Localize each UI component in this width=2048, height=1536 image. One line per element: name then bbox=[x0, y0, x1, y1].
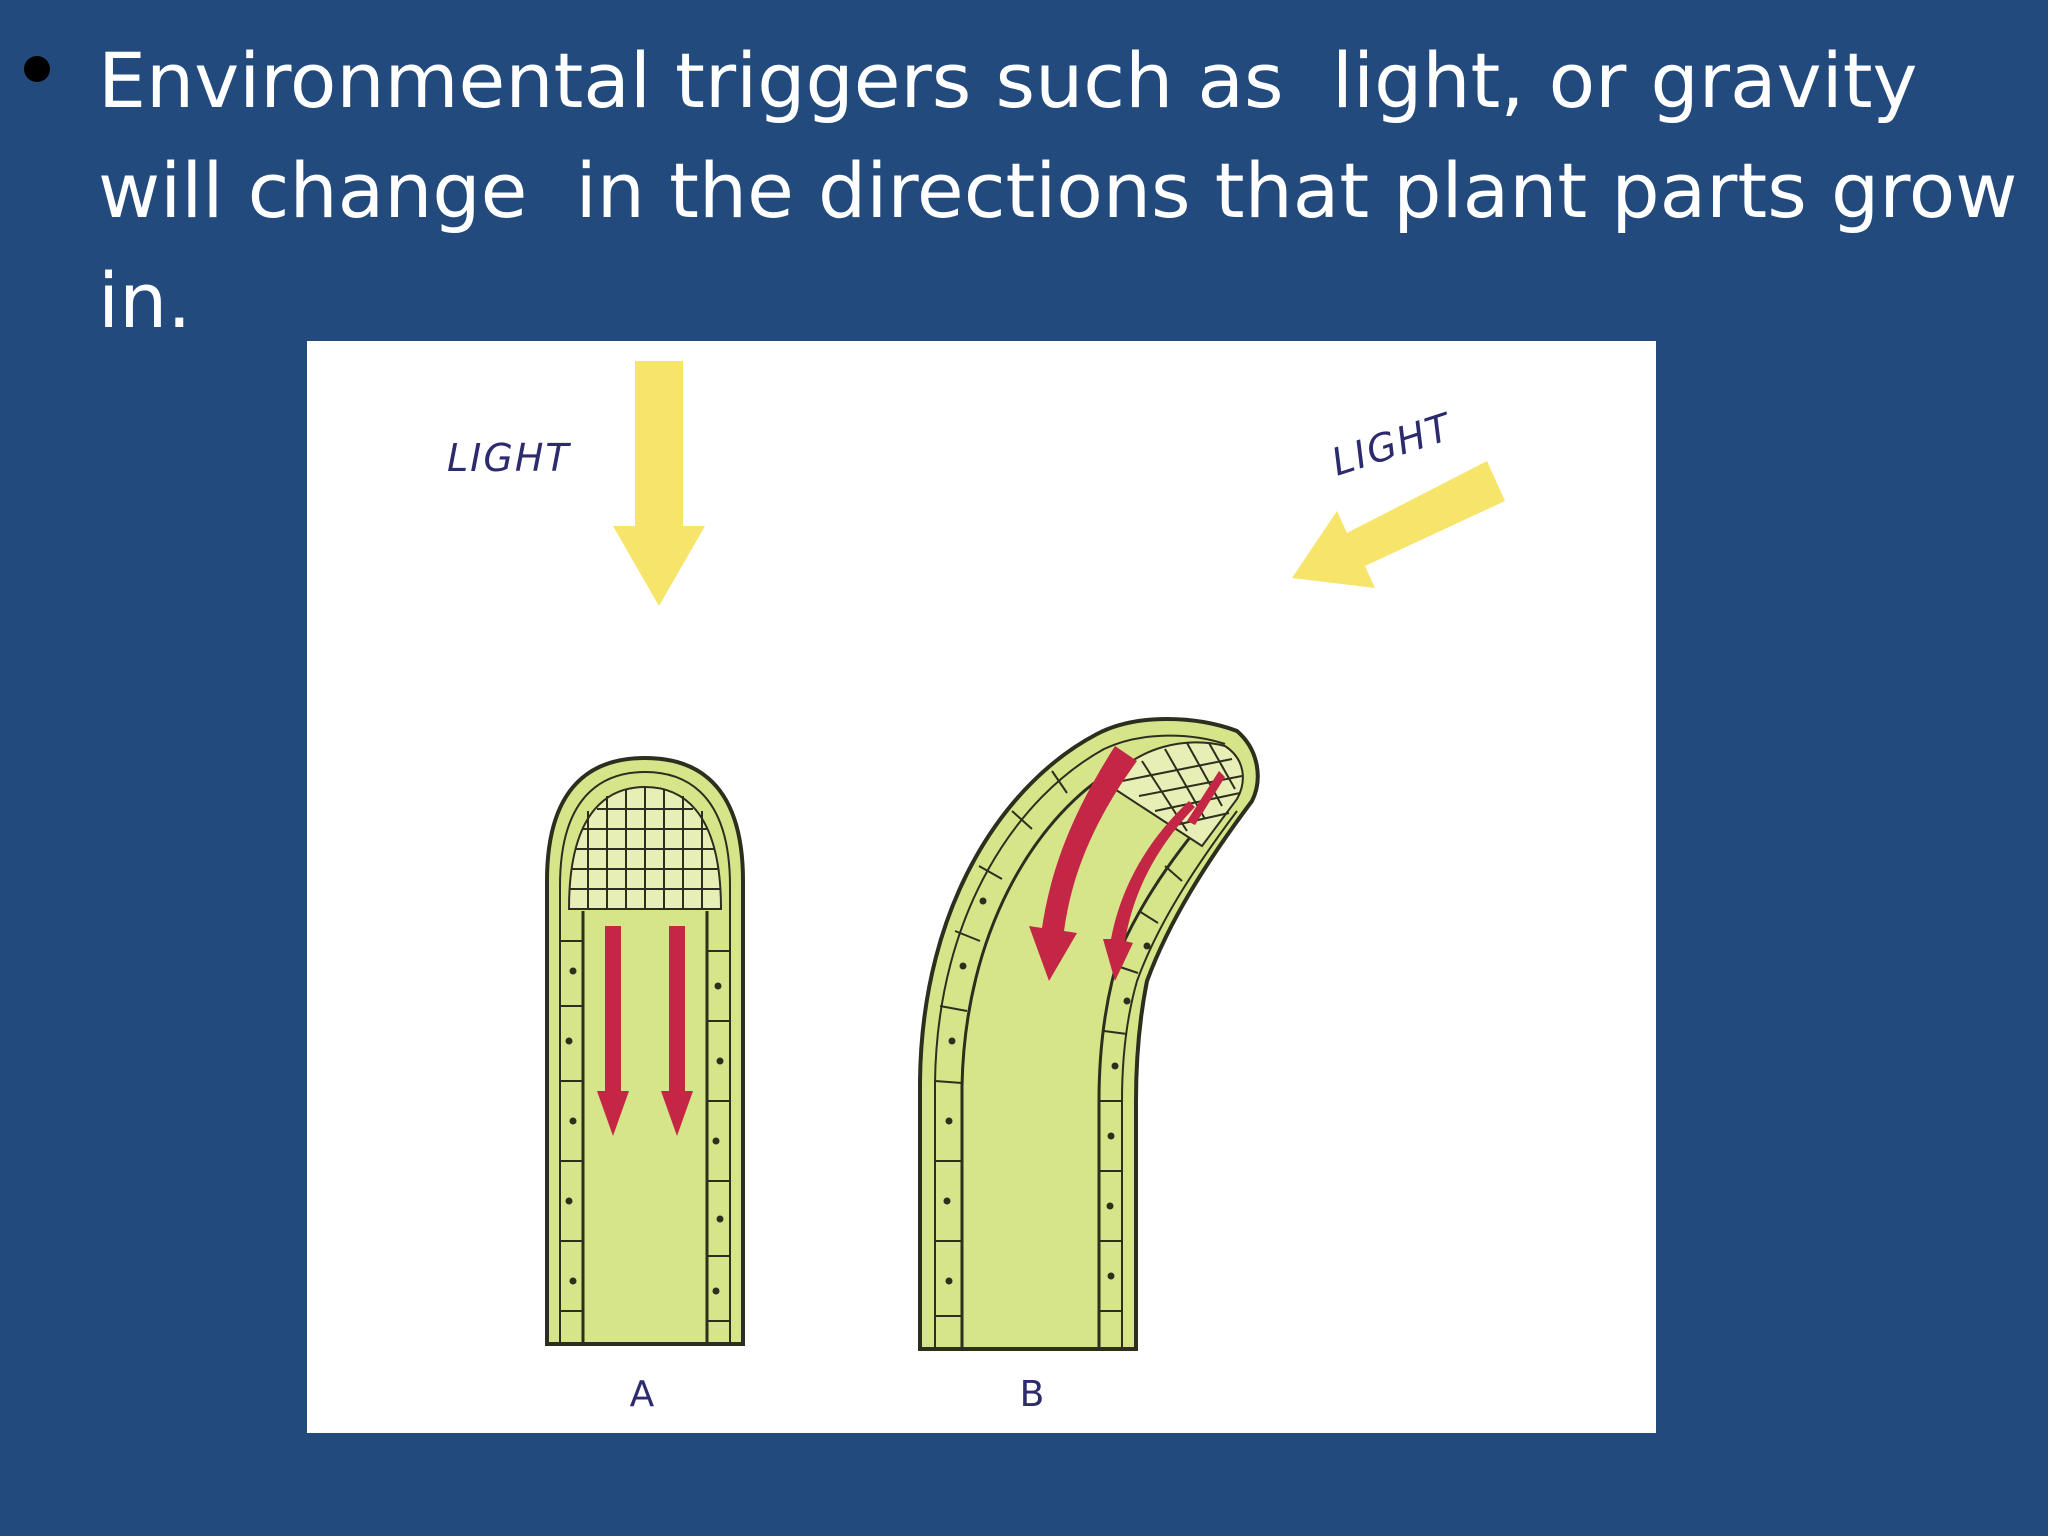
shoot-b-nuclei bbox=[943, 897, 1151, 1285]
shoot-b-meristem bbox=[1105, 741, 1244, 848]
light-label-b: LIGHT bbox=[1326, 404, 1458, 484]
shoot-a-inner-wall bbox=[559, 770, 731, 1344]
shoot-b-right-cells bbox=[1099, 865, 1183, 1312]
caption-a: A bbox=[630, 1374, 655, 1415]
auxin-arrow-large bbox=[1029, 746, 1137, 981]
light-arrow-b bbox=[1292, 461, 1505, 588]
auxin-arrow-tip bbox=[1187, 771, 1225, 825]
auxin-arrow-thin bbox=[1103, 801, 1195, 981]
shoot-a-nuclei bbox=[565, 967, 724, 1295]
shoot-a-meristem bbox=[567, 785, 723, 910]
shoot-b-body bbox=[918, 717, 1260, 1351]
phototropism-diagram: LIGHT bbox=[447, 361, 1505, 1415]
shoot-b-auxin-arrows bbox=[1029, 746, 1225, 981]
shoot-b-left-cells bbox=[934, 770, 1068, 1317]
bullet-marker bbox=[24, 56, 50, 82]
shoot-b-inner-wall bbox=[934, 734, 1226, 1349]
shoot-a-left-cells bbox=[560, 940, 583, 1312]
shoot-a-right-cells bbox=[707, 950, 730, 1322]
light-arrow-a bbox=[613, 361, 705, 606]
caption-b: B bbox=[1020, 1374, 1045, 1415]
bullet-text: Environmental triggers such as light, or… bbox=[98, 36, 2042, 345]
light-label-a: LIGHT bbox=[447, 436, 571, 480]
phototropism-figure: LIGHT bbox=[307, 341, 1656, 1433]
shoot-a bbox=[545, 755, 745, 1346]
shoot-a-auxin-arrows bbox=[597, 926, 693, 1136]
shoot-b bbox=[918, 717, 1260, 1351]
